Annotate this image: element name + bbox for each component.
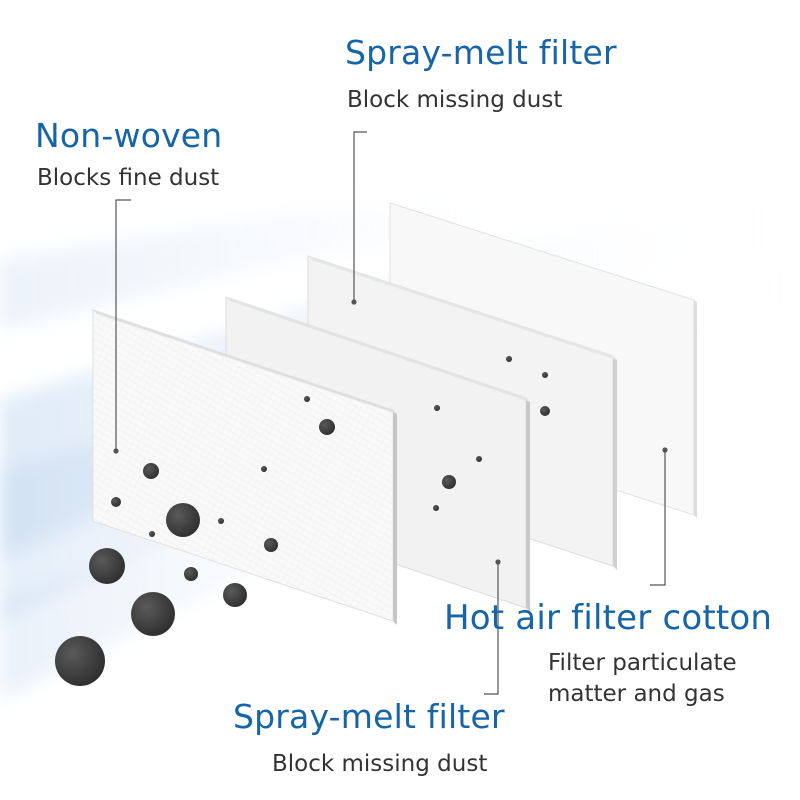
dust-particle [149,531,155,537]
dust-particle [261,466,267,472]
leader-line-spray-bottom [484,562,499,695]
dust-particle [55,636,105,686]
dust-particle [166,503,200,537]
spray-melt-top-subtitle: Block missing dust [347,87,563,113]
dust-particle [131,592,175,636]
dust-particle [434,405,440,411]
dust-particle [143,463,159,479]
leader-lines [115,131,666,695]
dust-particle [476,456,482,462]
spray-melt-top-title: Spray-melt filter [345,33,617,72]
dust-particle [319,419,335,435]
hot-air-title: Hot air filter cotton [444,598,773,638]
leader-dot [662,447,668,453]
dust-particle [89,548,125,584]
hot-air-subtitle: Filter particulate matter and gas [548,648,737,710]
non-woven-layer [92,309,397,625]
leader-line-hot-air [650,450,666,586]
leader-line-non-woven [115,199,131,450]
leader-dot [113,448,119,454]
hot-air-subtitle-line2: matter and gas [548,681,725,707]
dust-particle [540,406,550,416]
dust-particle [506,356,512,362]
non-woven-title: Non-woven [35,116,223,155]
spray-melt-bottom-title: Spray-melt filter [233,697,505,736]
leader-dot [495,559,501,565]
dust-particle [223,583,247,607]
dust-particle [304,396,310,402]
dust-particle [264,538,278,552]
dust-particles [55,356,550,686]
hot-air-subtitle-line1: Filter particulate [548,650,737,676]
dust-particle [433,505,439,511]
leader-dots [113,299,668,565]
leader-line-spray-top [353,131,367,300]
dust-particle [542,372,548,378]
dust-particle [442,475,456,489]
dust-particle [111,497,121,507]
dust-particle [184,567,198,581]
leader-dot [351,299,357,305]
dust-particle [218,518,224,524]
non-woven-subtitle: Blocks fine dust [37,165,220,191]
spray-melt-bottom-subtitle: Block missing dust [272,751,488,777]
